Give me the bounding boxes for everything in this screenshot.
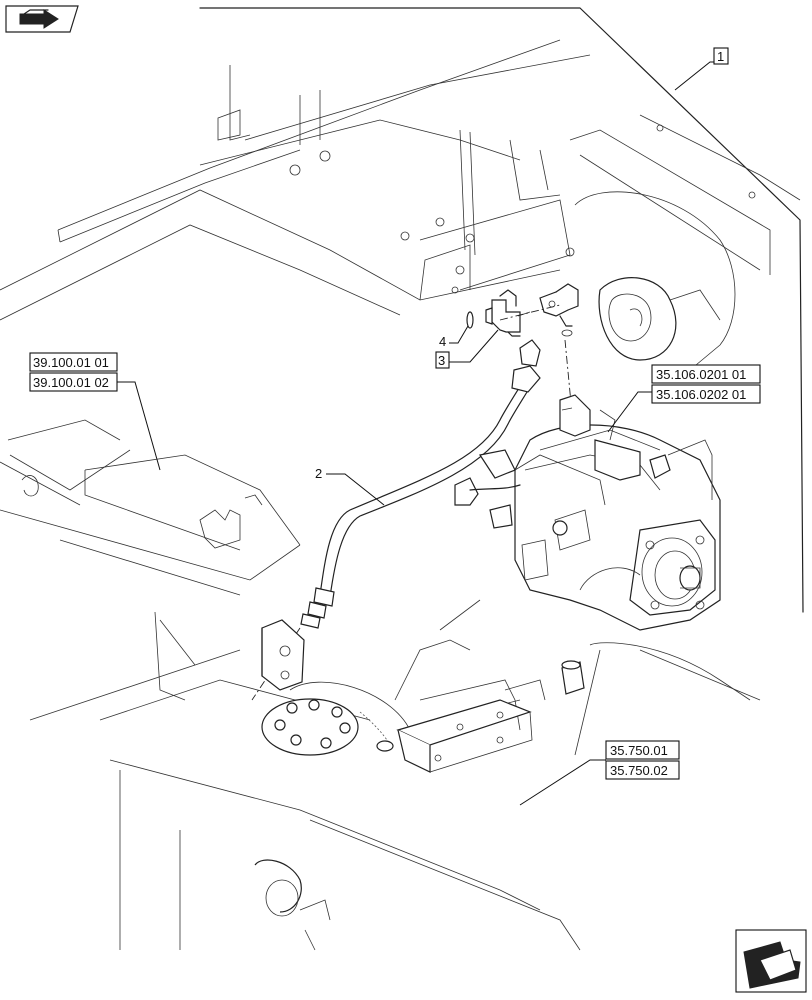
callout-4-label: 4 [439,334,446,349]
ref-35-750-02: 35.750.02 [610,763,668,778]
ref-35-750[interactable]: 35.750.01 35.750.02 [519,740,680,806]
callout-2[interactable]: 2 [315,466,385,506]
ref-35-106[interactable]: 35.106.0201 01 35.106.0202 01 [607,364,761,433]
ref-39-100-02: 39.100.01 02 [33,375,109,390]
upper-chassis [0,39,591,321]
callout-1-label: 1 [717,49,724,64]
callout-4[interactable]: 4 [439,325,469,349]
adapter-fitting [517,283,579,337]
ref-35-750-01: 35.750.01 [610,743,668,758]
ref-39-100-01: 39.100.01 01 [33,355,109,370]
elbow-fitting[interactable] [466,289,521,337]
callout-3[interactable]: 3 [435,329,499,369]
inspection-cover [261,698,394,756]
ref-39-100[interactable]: 39.100.01 01 39.100.01 02 [29,352,161,471]
spacer-sleeve [561,660,585,695]
ref-35-106-0202: 35.106.0202 01 [656,387,746,402]
left-bracket [0,419,301,596]
callout-3-label: 3 [438,353,445,368]
angle-bracket [396,679,546,773]
navigate-next-arrow-icon[interactable] [735,929,807,993]
callout-1[interactable]: 1 [674,47,729,91]
hydraulic-hose[interactable] [300,339,541,629]
callout-2-label: 2 [315,466,322,481]
assembly-arrow-icon[interactable] [5,5,79,33]
frame-outline [199,7,804,613]
ref-35-106-0201: 35.106.0201 01 [656,367,746,382]
hydraulic-pump[interactable] [454,394,721,631]
right-housing [569,114,801,371]
hose-bracket [261,619,305,691]
